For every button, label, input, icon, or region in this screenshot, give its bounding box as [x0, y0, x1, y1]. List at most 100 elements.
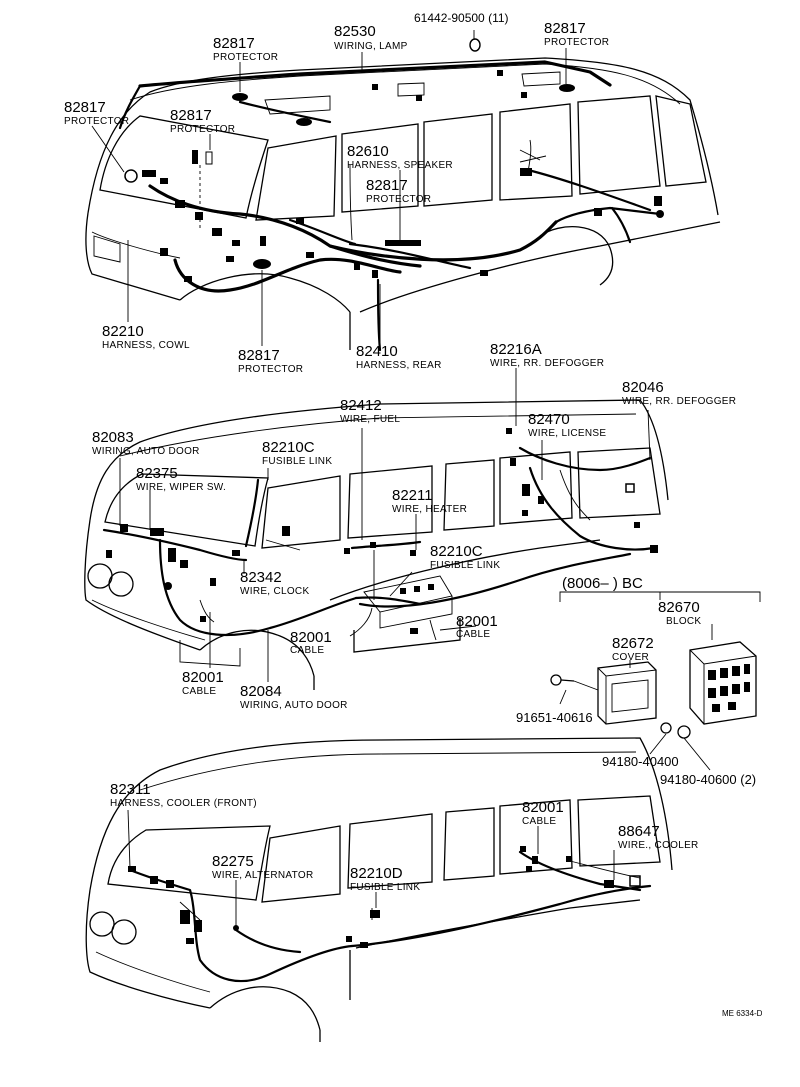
callout-b3: 82046 WIRE, RR. DEFOGGER	[622, 379, 736, 407]
part-number: 82410	[356, 343, 398, 360]
part-number: 82001	[290, 629, 332, 646]
part-description: PROTECTOR	[213, 52, 278, 63]
callout-a10: 82817 PROTECTOR	[238, 347, 303, 375]
part-number: 82817	[544, 20, 586, 37]
drawing-reference: ME 6334-D	[722, 1009, 763, 1018]
part-description: HARNESS, SPEAKER	[347, 160, 453, 171]
callout-a3: 61442-90500 (11)	[414, 11, 509, 25]
part-number: 82210	[102, 323, 144, 340]
part-description: WIRE, WIPER SW.	[136, 482, 226, 493]
van-middle-harness	[102, 446, 656, 641]
part-description: WIRE, RR. DEFOGGER	[622, 396, 736, 407]
van-middle-connectors	[106, 428, 658, 634]
callout-c4: 94180-40400	[602, 754, 679, 769]
callout-d5: 88647 WIRE., COOLER	[618, 823, 699, 851]
callout-d3: 82275 WIRE, ALTERNATOR	[212, 853, 313, 881]
callout-b6: 82210C FUSIBLE LINK	[262, 439, 332, 467]
van-top-connectors	[124, 38, 664, 282]
callout-a1: 82817 PROTECTOR	[213, 35, 278, 63]
callout-b14: 82084 WIRING, AUTO DOOR	[240, 683, 348, 711]
part-number: 82001	[182, 669, 224, 686]
callout-b7: 82375 WIRE, WIPER SW.	[136, 465, 226, 493]
callout-b10: 82342 WIRE, CLOCK	[240, 569, 309, 597]
part-description: HARNESS, COOLER (FRONT)	[110, 798, 257, 809]
part-number: 82342	[240, 569, 282, 586]
part-description: WIRE, HEATER	[392, 504, 467, 515]
callout-b12: 82001 CABLE	[290, 629, 332, 656]
part-number: 82610	[347, 143, 389, 160]
van-top-harness	[118, 60, 662, 352]
callout-d4: 82210D FUSIBLE LINK	[350, 865, 420, 893]
part-description: BLOCK	[666, 616, 701, 627]
callout-b11: 82001 CABLE	[456, 613, 498, 640]
part-description: WIRE, LICENSE	[528, 428, 606, 439]
part-description: CABLE	[290, 645, 324, 656]
callout-a4: 82817 PROTECTOR	[544, 20, 609, 48]
part-number: 82084	[240, 683, 282, 700]
callout-b13: 82001 CABLE	[182, 669, 224, 697]
part-description: WIRING, AUTO DOOR	[92, 446, 200, 457]
callout-b2: 82412 WIRE, FUEL	[340, 397, 400, 425]
callout-b5: 82083 WIRING, AUTO DOOR	[92, 429, 200, 457]
part-number: 82470	[528, 411, 570, 428]
part-description: HARNESS, REAR	[356, 360, 442, 371]
part-number: 94180-40600 (2)	[660, 772, 756, 787]
callout-a5: 82817 PROTECTOR	[64, 99, 129, 127]
callout-a7: 82610 HARNESS, SPEAKER	[347, 143, 453, 171]
block-detail	[550, 591, 761, 771]
part-number: 82375	[136, 465, 178, 482]
part-description: WIRE, RR. DEFOGGER	[490, 358, 604, 369]
part-description: WIRE., COOLER	[618, 840, 699, 851]
part-number: 82211	[392, 487, 433, 504]
part-description: COVER	[612, 652, 649, 663]
part-description: WIRING, LAMP	[334, 41, 408, 52]
van-middle-body	[84, 399, 669, 690]
part-description: PROTECTOR	[64, 116, 129, 127]
callout-c3: 91651-40616	[516, 710, 593, 725]
callout-a9: 82210 HARNESS, COWL	[102, 323, 190, 351]
part-number: 82210C	[430, 543, 483, 560]
callout-b9: 82210C FUSIBLE LINK	[430, 543, 500, 571]
part-number: 82311	[110, 781, 151, 798]
part-description: CABLE	[456, 629, 490, 640]
callout-c2: 82672 COVER	[612, 635, 654, 663]
part-description: PROTECTOR	[170, 124, 235, 135]
part-number: 88647	[618, 823, 660, 840]
part-description: HARNESS, COWL	[102, 340, 190, 351]
callout-b1: 82216A WIRE, RR. DEFOGGER	[490, 341, 604, 369]
part-description: WIRE, ALTERNATOR	[212, 870, 313, 881]
callout-a2: 82530 WIRING, LAMP	[334, 23, 408, 52]
callout-a11: 82410 HARNESS, REAR	[356, 343, 442, 371]
callout-c5: 94180-40600 (2)	[660, 772, 756, 787]
part-number: 82672	[612, 635, 654, 652]
part-number: 82046	[622, 379, 664, 396]
callout-b8: 82211 WIRE, HEATER	[392, 487, 467, 515]
part-number: 82412	[340, 397, 382, 414]
part-description: PROTECTOR	[544, 37, 609, 48]
callout-a8: 82817 PROTECTOR	[366, 177, 431, 205]
part-number: 82817	[64, 99, 106, 116]
van-middle-leaders	[119, 368, 651, 682]
callout-d2: 82001 CABLE	[522, 799, 564, 827]
serial-range: (8006– ) BC	[562, 575, 643, 592]
part-number: 82670	[658, 599, 700, 616]
part-description: WIRING, AUTO DOOR	[240, 700, 348, 711]
callout-d1: 82311 HARNESS, COOLER (FRONT)	[110, 781, 257, 809]
part-description: FUSIBLE LINK	[262, 456, 332, 467]
part-description: FUSIBLE LINK	[430, 560, 500, 571]
part-number: 82817	[366, 177, 408, 194]
part-description: WIRE, CLOCK	[240, 586, 309, 597]
part-number: 82083	[92, 429, 134, 446]
part-description: PROTECTOR	[366, 194, 431, 205]
part-number: 82530	[334, 23, 376, 40]
callout-a6: 82817 PROTECTOR	[170, 107, 235, 135]
part-number: 82001	[456, 613, 498, 630]
part-number: 82817	[238, 347, 280, 364]
reference-code: ME 6334-D	[722, 1009, 763, 1018]
part-number: 91651-40616	[516, 710, 593, 725]
van-bottom-leaders	[127, 809, 615, 926]
part-description: WIRE, FUEL	[340, 414, 400, 425]
part-number: 82210D	[350, 865, 403, 882]
part-number: 82001	[522, 799, 564, 816]
